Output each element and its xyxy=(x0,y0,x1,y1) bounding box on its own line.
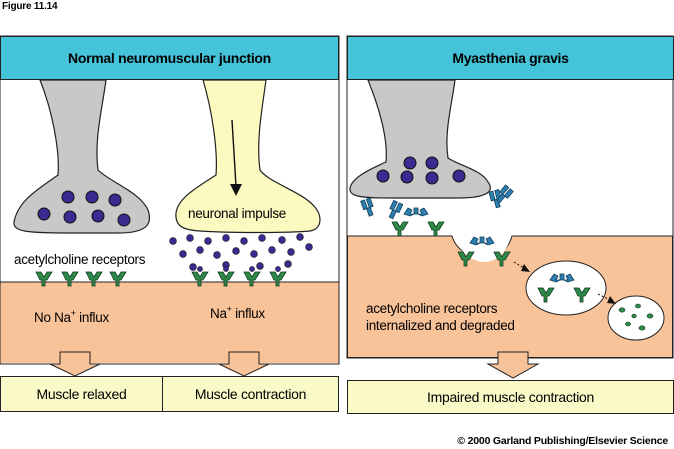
left-receptors xyxy=(35,271,127,287)
left-down-arrows xyxy=(49,351,270,377)
figure-label: Figure 11.14 xyxy=(2,1,58,12)
bound-antibodies xyxy=(403,207,495,246)
mg-receptors-label-line2: internalized and degraded xyxy=(366,318,515,333)
right-down-arrow xyxy=(486,351,540,379)
copyright-notice: © 2000 Garland Publishing/Elsevier Scien… xyxy=(457,435,668,447)
mg-receptors xyxy=(391,221,511,267)
left-vesicles xyxy=(37,190,131,227)
process-arrows xyxy=(513,261,611,301)
right-muscle xyxy=(347,235,673,358)
left-muscle xyxy=(0,282,339,363)
outcome-impaired-contraction: Impaired muscle contraction xyxy=(347,380,674,414)
mg-receptors-label-line1: acetylcholine receptors xyxy=(366,301,498,316)
degraded-fragments xyxy=(618,303,654,331)
mg-gray-neuron xyxy=(349,79,491,199)
released-ach xyxy=(169,233,313,271)
right-yellow-neuron xyxy=(175,79,321,234)
left-panel-title: Normal neuromuscular junction xyxy=(0,36,339,80)
outcome-muscle-contraction: Muscle contraction xyxy=(162,376,339,412)
no-na-influx-label: No Na+ influx xyxy=(34,307,109,325)
impulse-label: neuronal impulse xyxy=(188,206,287,221)
right-receptors xyxy=(191,271,287,287)
free-antibodies xyxy=(360,184,514,220)
outcome-muscle-relaxed: Muscle relaxed xyxy=(0,376,163,412)
receptors-label: acetylcholine receptors xyxy=(14,252,146,267)
lysosome xyxy=(607,295,665,341)
mg-vesicles xyxy=(376,156,466,185)
right-panel-title: Myasthenia gravis xyxy=(347,36,674,80)
na-influx-label: Na+ influx xyxy=(210,303,265,321)
